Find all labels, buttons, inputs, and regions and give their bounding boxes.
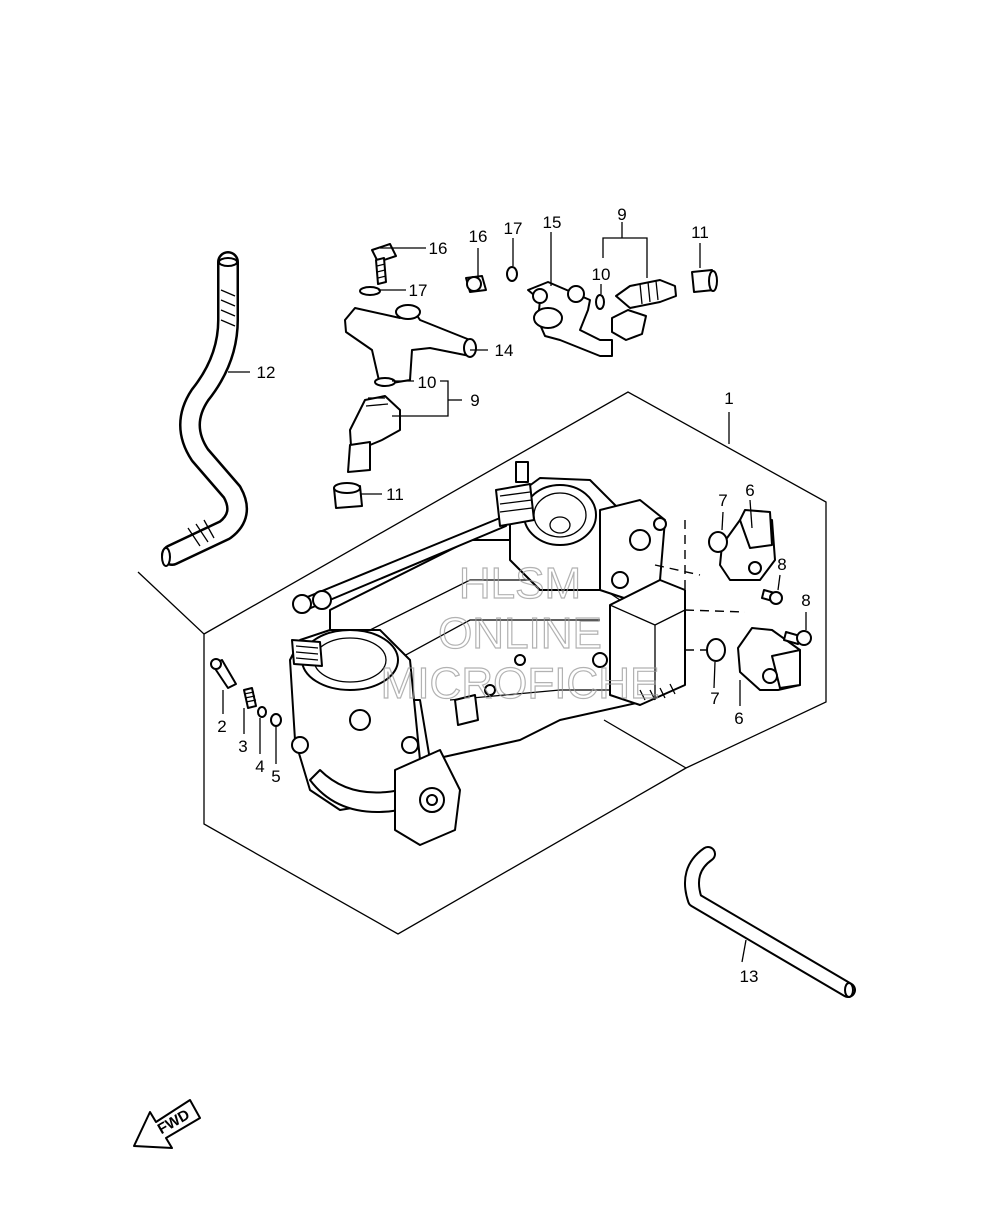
o-ring-part-5	[270, 713, 282, 727]
watermark-line-2: ONLINE	[438, 609, 602, 658]
callout-17-right: 17	[504, 219, 523, 238]
callout-9-lower: 9	[470, 391, 479, 410]
o-ring-upper	[708, 531, 728, 553]
callout-2: 2	[217, 717, 226, 736]
callout-16-right: 16	[469, 227, 488, 246]
callout-4: 4	[255, 757, 264, 776]
callout-10-upper: 10	[592, 265, 611, 284]
screw-lower	[783, 630, 812, 646]
callout-15: 15	[543, 213, 562, 232]
callout-3: 3	[238, 737, 247, 756]
injector-bracket-15	[527, 281, 613, 357]
callout-10-lower: 10	[418, 373, 437, 392]
callout-13: 13	[740, 967, 759, 986]
callout-labels: 1 2 3 4 5 6 6 7 7 8 8 9 9 10 10 11 11 12…	[217, 205, 810, 986]
o-ring-17-left	[359, 286, 381, 296]
callout-17-left: 17	[409, 281, 428, 300]
cap-11-left	[333, 482, 363, 509]
o-ring-17-right	[506, 266, 518, 282]
sensor-upper	[719, 509, 776, 581]
hose-12	[161, 251, 249, 567]
washer-part-4	[257, 706, 267, 718]
screw-part-2	[210, 658, 237, 689]
fwd-direction-arrow: FWD	[133, 1099, 201, 1149]
o-ring-lower	[706, 638, 726, 662]
cap-11-right	[691, 269, 718, 293]
injector-bracket-14	[344, 304, 477, 386]
bolt-16-left	[371, 243, 397, 285]
sensor-lower	[737, 627, 801, 691]
assembly-boundary	[137, 391, 827, 935]
callout-6-lower: 6	[734, 709, 743, 728]
o-ring-10-right	[595, 294, 605, 310]
spring-part-3	[243, 687, 257, 709]
watermark-line-3: MICROFICHE	[381, 659, 660, 708]
watermark: HLSM ONLINE MICROFICHE	[380, 558, 660, 708]
callout-11-upper: 11	[691, 223, 709, 242]
o-ring-10-left	[374, 377, 396, 387]
bolt-16-right	[465, 275, 487, 293]
callout-5: 5	[271, 767, 280, 786]
callout-leaders	[222, 222, 807, 963]
callout-7-upper: 7	[718, 491, 727, 510]
injector-9-right	[611, 279, 677, 341]
injector-9-left	[347, 395, 401, 473]
callout-12: 12	[257, 363, 276, 382]
callout-1: 1	[724, 389, 733, 408]
callout-9-upper: 9	[617, 205, 626, 224]
screw-upper	[761, 589, 783, 605]
callout-8-lower: 8	[801, 591, 810, 610]
callout-11-lower: 11	[386, 485, 404, 504]
watermark-line-1: HLSM	[459, 559, 581, 608]
callout-16-left: 16	[429, 239, 448, 258]
callout-6-upper: 6	[745, 481, 754, 500]
callout-14: 14	[495, 341, 514, 360]
callout-8-upper: 8	[777, 555, 786, 574]
callout-7-lower: 7	[710, 689, 719, 708]
hose-13	[684, 846, 856, 998]
throttle-body	[289, 461, 686, 846]
